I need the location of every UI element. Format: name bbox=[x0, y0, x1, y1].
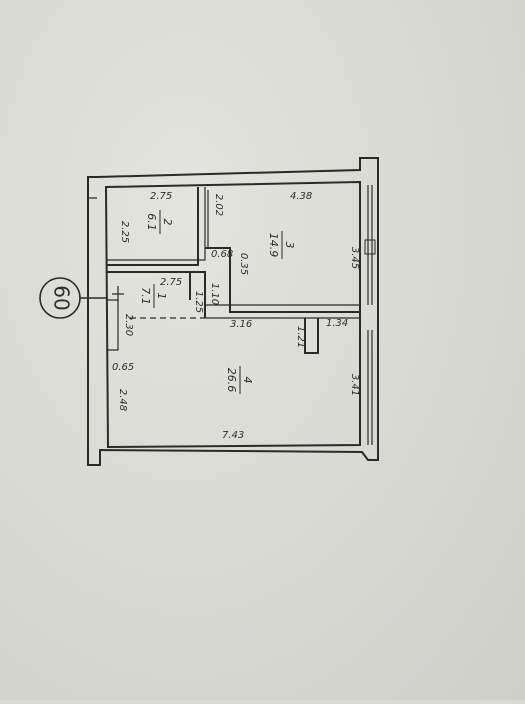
entrance-mark bbox=[112, 286, 124, 302]
room-4-number: 4 bbox=[241, 377, 254, 384]
dim-room4-step-depth: 1.21 bbox=[295, 326, 306, 348]
dim-left-a: 2.30 bbox=[123, 314, 134, 336]
dim-room2-depth: 2.25 bbox=[119, 221, 130, 243]
room-4-label: 4 26.6 bbox=[225, 366, 254, 394]
outer-wall bbox=[87, 157, 379, 466]
hall-walls bbox=[106, 271, 206, 318]
room-1-label: 1 7.1 bbox=[139, 284, 168, 308]
apartment-number-marker: 60 bbox=[39, 277, 106, 319]
window-room-3 bbox=[364, 185, 376, 305]
room-3-walls bbox=[205, 247, 360, 313]
room-3-inner bbox=[205, 190, 361, 319]
dim-niche-b: 0.35 bbox=[238, 253, 249, 275]
room-3-area: 14.9 bbox=[267, 233, 280, 258]
room-2-area: 6.1 bbox=[145, 213, 158, 231]
dim-hall-b: 1.25 bbox=[193, 291, 204, 313]
room-3-number: 3 bbox=[283, 242, 296, 249]
room-2-label: 2 6.1 bbox=[145, 210, 174, 234]
dim-room4-bottom: 7.43 bbox=[222, 430, 244, 441]
dim-room2-width: 2.75 bbox=[150, 191, 172, 202]
dim-room3-length: 4.38 bbox=[290, 191, 312, 202]
room-2-inner bbox=[106, 187, 206, 261]
dim-left-c: 2.48 bbox=[117, 389, 128, 411]
dim-room4-top: 3.16 bbox=[230, 319, 252, 330]
dim-hall-width: 2.75 bbox=[160, 277, 182, 288]
dim-room4-side: 3.41 bbox=[349, 374, 360, 396]
dim-room4-step: 1.34 bbox=[326, 318, 348, 329]
room-1-area: 7.1 bbox=[139, 287, 152, 305]
dim-room3-side: 3.45 bbox=[349, 247, 360, 269]
room-2-walls bbox=[106, 187, 199, 266]
room-3-label: 3 14.9 bbox=[267, 231, 296, 259]
window-room-4 bbox=[367, 330, 373, 445]
dim-niche-a: 0.68 bbox=[211, 249, 233, 260]
dim-hall-a: 1.10 bbox=[209, 283, 220, 305]
apartment-number: 60 bbox=[50, 285, 74, 310]
room-2-number: 2 bbox=[161, 219, 174, 226]
left-wall-detail bbox=[88, 197, 119, 351]
room-1-number: 1 bbox=[155, 293, 168, 300]
dim-left-b: 0.65 bbox=[112, 362, 134, 373]
room-4-step bbox=[304, 318, 319, 354]
inner-wall-outline bbox=[104, 180, 361, 449]
room-4-area: 26.6 bbox=[225, 368, 238, 393]
dim-room3-inner: 2.02 bbox=[213, 194, 224, 216]
